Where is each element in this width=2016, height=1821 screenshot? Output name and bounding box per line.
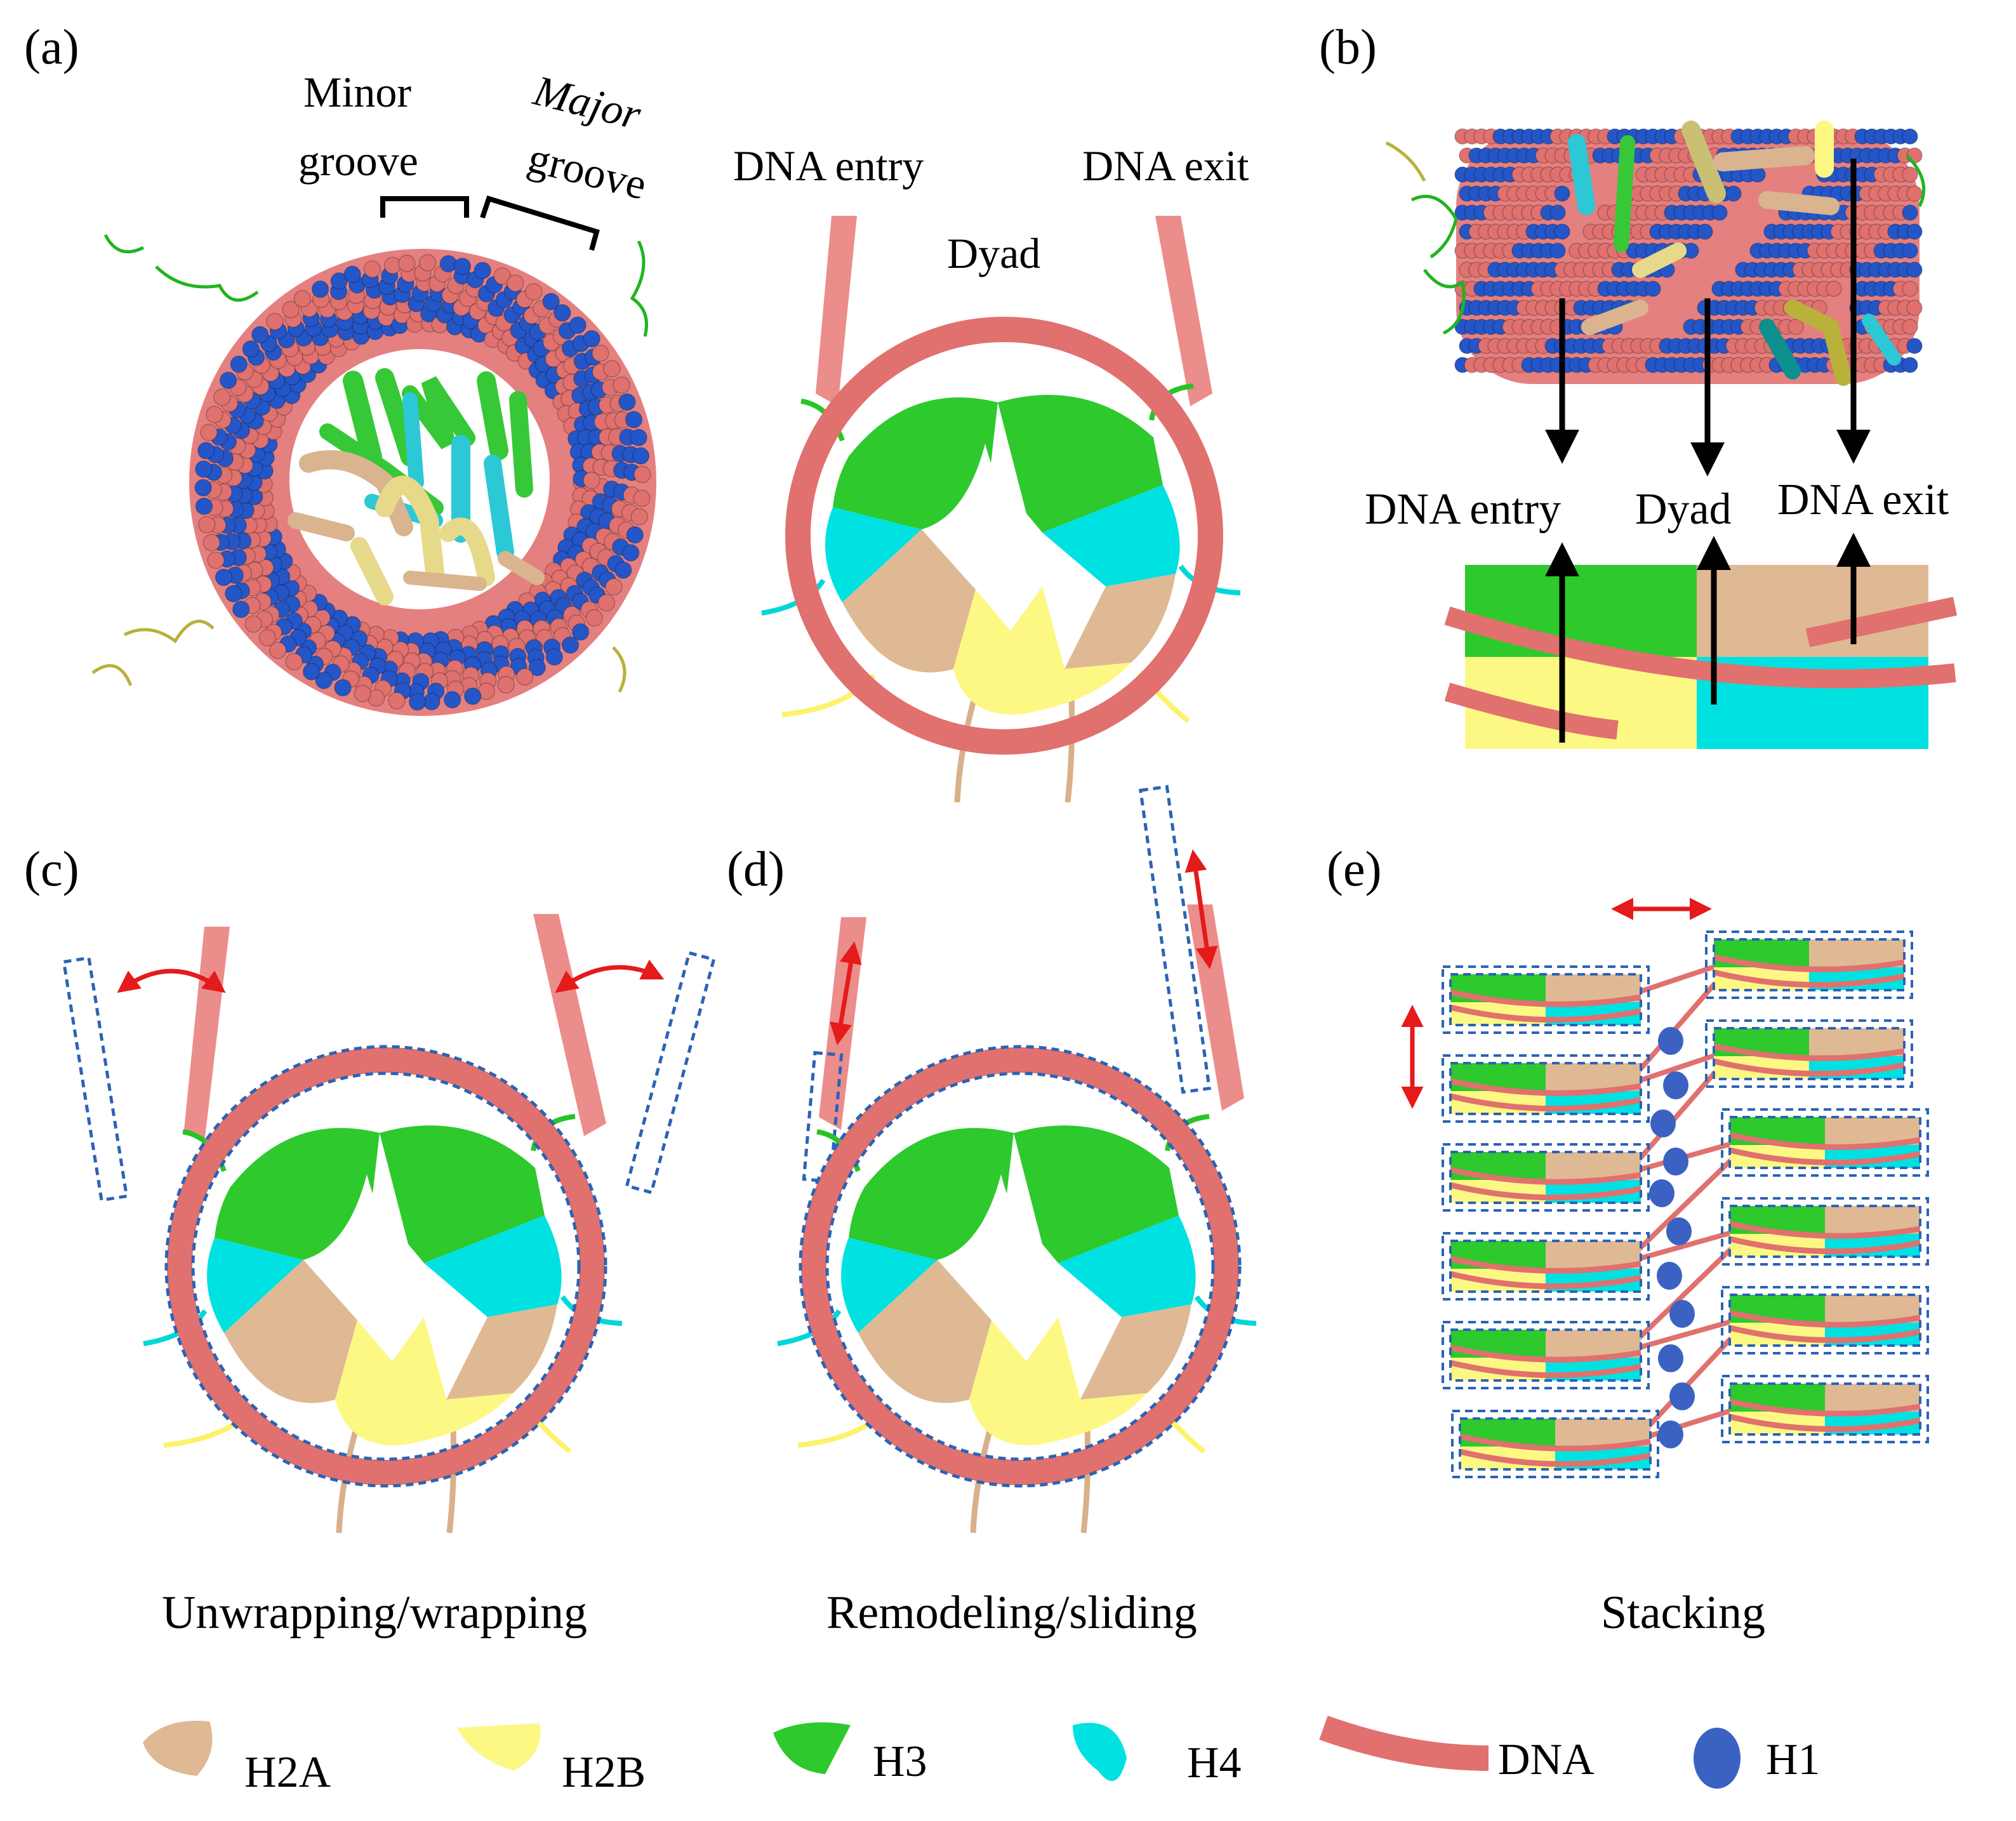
caption-remodeling: Remodeling/sliding [826,1587,1197,1639]
legend-h3-label: H3 [873,1737,927,1786]
panel-e-label: (e) [1327,841,1382,896]
legend-h1: H1 [1694,1728,1820,1789]
major-groove-bracket [480,195,600,251]
nucleosome-schematic-a [762,216,1240,802]
dna-entry-label-a: DNA entry [733,142,924,190]
dyad-label-b: Dyad [1635,485,1732,534]
h1-bead [1658,1027,1683,1055]
minor-groove-label-line2: groove [298,136,418,185]
minor-groove-label-line1: Minor [303,68,411,116]
dna-entry-label-b: DNA entry [1365,485,1561,534]
h1-bead [1658,1344,1683,1372]
panel-e: (e) Stacking [1327,841,1929,1639]
h1-bead [1669,1382,1695,1410]
panel-d-label: (d) [727,841,785,896]
dna-spheres-face [194,254,651,711]
h1-bead [1663,1071,1688,1099]
panel-b: (b) DNA [1319,19,1958,749]
panel-a: (a) [24,19,1249,802]
legend-h2b-label: H2B [562,1748,646,1797]
legend-h3: H3 [773,1722,927,1786]
minor-groove-bracket [380,196,469,218]
legend-h2b: H2B [457,1723,646,1797]
nucleosome-schematic-side [1444,565,1958,749]
panel-c-label: (c) [24,841,79,896]
panel-d: (d) Remodeling/sliding [727,785,1256,1639]
dna-exit-label-b: DNA exit [1777,475,1949,524]
nucleosome-structure-face [91,234,656,716]
h1-bead [1650,1109,1676,1137]
h1-bead [1657,1262,1682,1290]
nucleosome-structure-side [1385,121,1926,386]
h1-bead [1666,1217,1692,1245]
legend: H2A H2B H3 H4 DNA H1 [143,1716,1820,1797]
panel-c: (c) Unwrapping/wrapping [24,841,716,1639]
h1-bead [1663,1148,1688,1175]
legend-h4-label: H4 [1187,1738,1242,1787]
histone-helices-face [288,368,545,606]
major-groove-label-line2: groove [524,133,652,208]
legend-dna: DNA [1319,1716,1595,1784]
legend-h4: H4 [1073,1723,1242,1787]
legend-h2a-label: H2A [244,1748,331,1797]
caption-stacking: Stacking [1601,1587,1765,1639]
legend-h2a: H2A [143,1720,331,1797]
panel-a-label: (a) [24,19,79,74]
major-groove-label-line1: Major [529,66,646,139]
caption-unwrapping: Unwrapping/wrapping [162,1587,587,1639]
dyad-label-a: Dyad [947,229,1040,277]
stacking-fiber [1442,930,1929,1478]
legend-h1-label: H1 [1766,1735,1820,1784]
h1-bead [1649,1179,1674,1207]
legend-dna-label: DNA [1498,1735,1595,1784]
h1-bead [1658,1420,1683,1448]
panel-b-label: (b) [1319,19,1377,74]
dna-exit-label-a: DNA exit [1082,142,1249,190]
h1-bead [1669,1300,1695,1328]
